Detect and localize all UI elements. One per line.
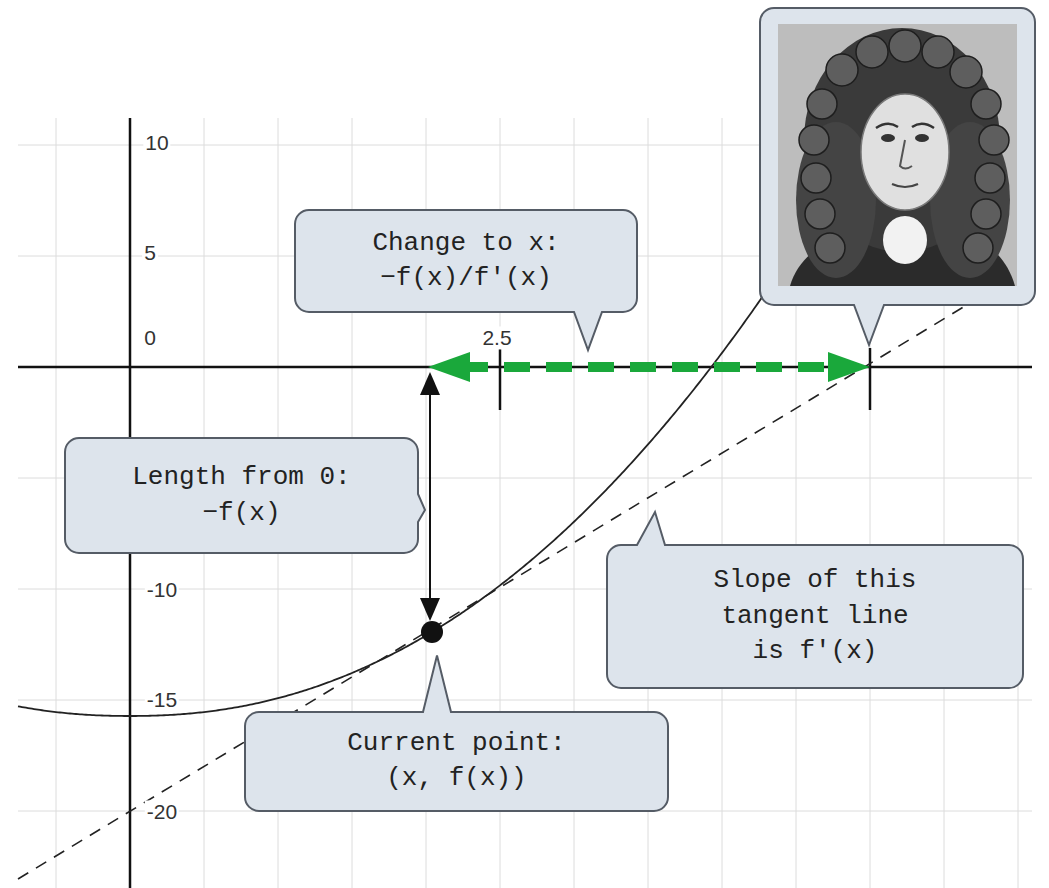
callout-text: Current point: (x, f(x)) [343,726,569,797]
tangent-line [18,300,975,879]
portrait-mouth [892,184,918,187]
arrowhead [828,352,870,382]
curl [826,54,858,86]
portrait-cravat [883,216,927,264]
arrowhead [428,352,470,382]
portrait-curls [799,30,1009,263]
portrait-brows [876,124,934,128]
axis-tick-label: 0 [142,326,158,349]
callout-outline [295,210,637,350]
portrait-nose [900,140,912,169]
curl [889,30,921,62]
grid-line [56,118,57,888]
axis-tick-label: -20 [145,800,179,823]
curl [856,36,888,68]
callout-box: Length from 0: −f(x) [65,438,418,553]
callout-box: Change to x: −f(x)/f'(x) [295,210,637,312]
curl [971,199,1001,229]
axis-tick-label: 2.5 [480,326,513,349]
axis-tick-label: 5 [142,241,158,264]
callout-box: Slope of this tangent line is f'(x) [607,545,1023,688]
callout-outline [607,512,1023,688]
portrait-background [778,24,1017,286]
curl [950,56,982,88]
portrait-eye [915,134,929,142]
arrowhead [420,598,440,621]
callout-shape [295,210,637,312]
axis-tick [869,348,872,410]
length-arrow [420,372,440,621]
curl [971,89,1001,119]
grid-line [722,118,723,888]
callout-outline [65,438,425,553]
change-arrow [428,352,870,382]
callout-shape [65,438,418,553]
callout-text: Slope of this tangent line is f'(x) [710,563,921,669]
curl [963,233,993,263]
length-arrow-shaft [429,392,431,602]
callout-outline [245,655,668,811]
curl [922,36,954,68]
curl [807,89,837,119]
curl [799,125,829,155]
curl [805,199,835,229]
axis-tick-label: -15 [145,688,179,711]
curl [975,163,1005,193]
axis-tick-label: -10 [145,578,179,601]
portrait-shade [778,24,1017,286]
axis-tick-label: 10 [143,131,170,154]
change-arrow-shaft [462,362,836,372]
curl [815,233,845,263]
portrait-eye [881,134,895,142]
callout-shape [245,712,668,811]
portrait-callout [760,8,1035,345]
portrait-face [861,94,949,210]
newton-portrait [778,24,1017,286]
axis-tick [499,348,502,410]
callout-box: Current point: (x, f(x)) [245,712,668,811]
current-point-dot [421,621,443,643]
curl [979,125,1009,155]
callout-text: Change to x: −f(x)/f'(x) [361,226,572,297]
arrowhead [420,372,440,395]
x-axis [18,366,1032,369]
curl [801,163,831,193]
callout-text: Length from 0: −f(x) [121,460,363,531]
